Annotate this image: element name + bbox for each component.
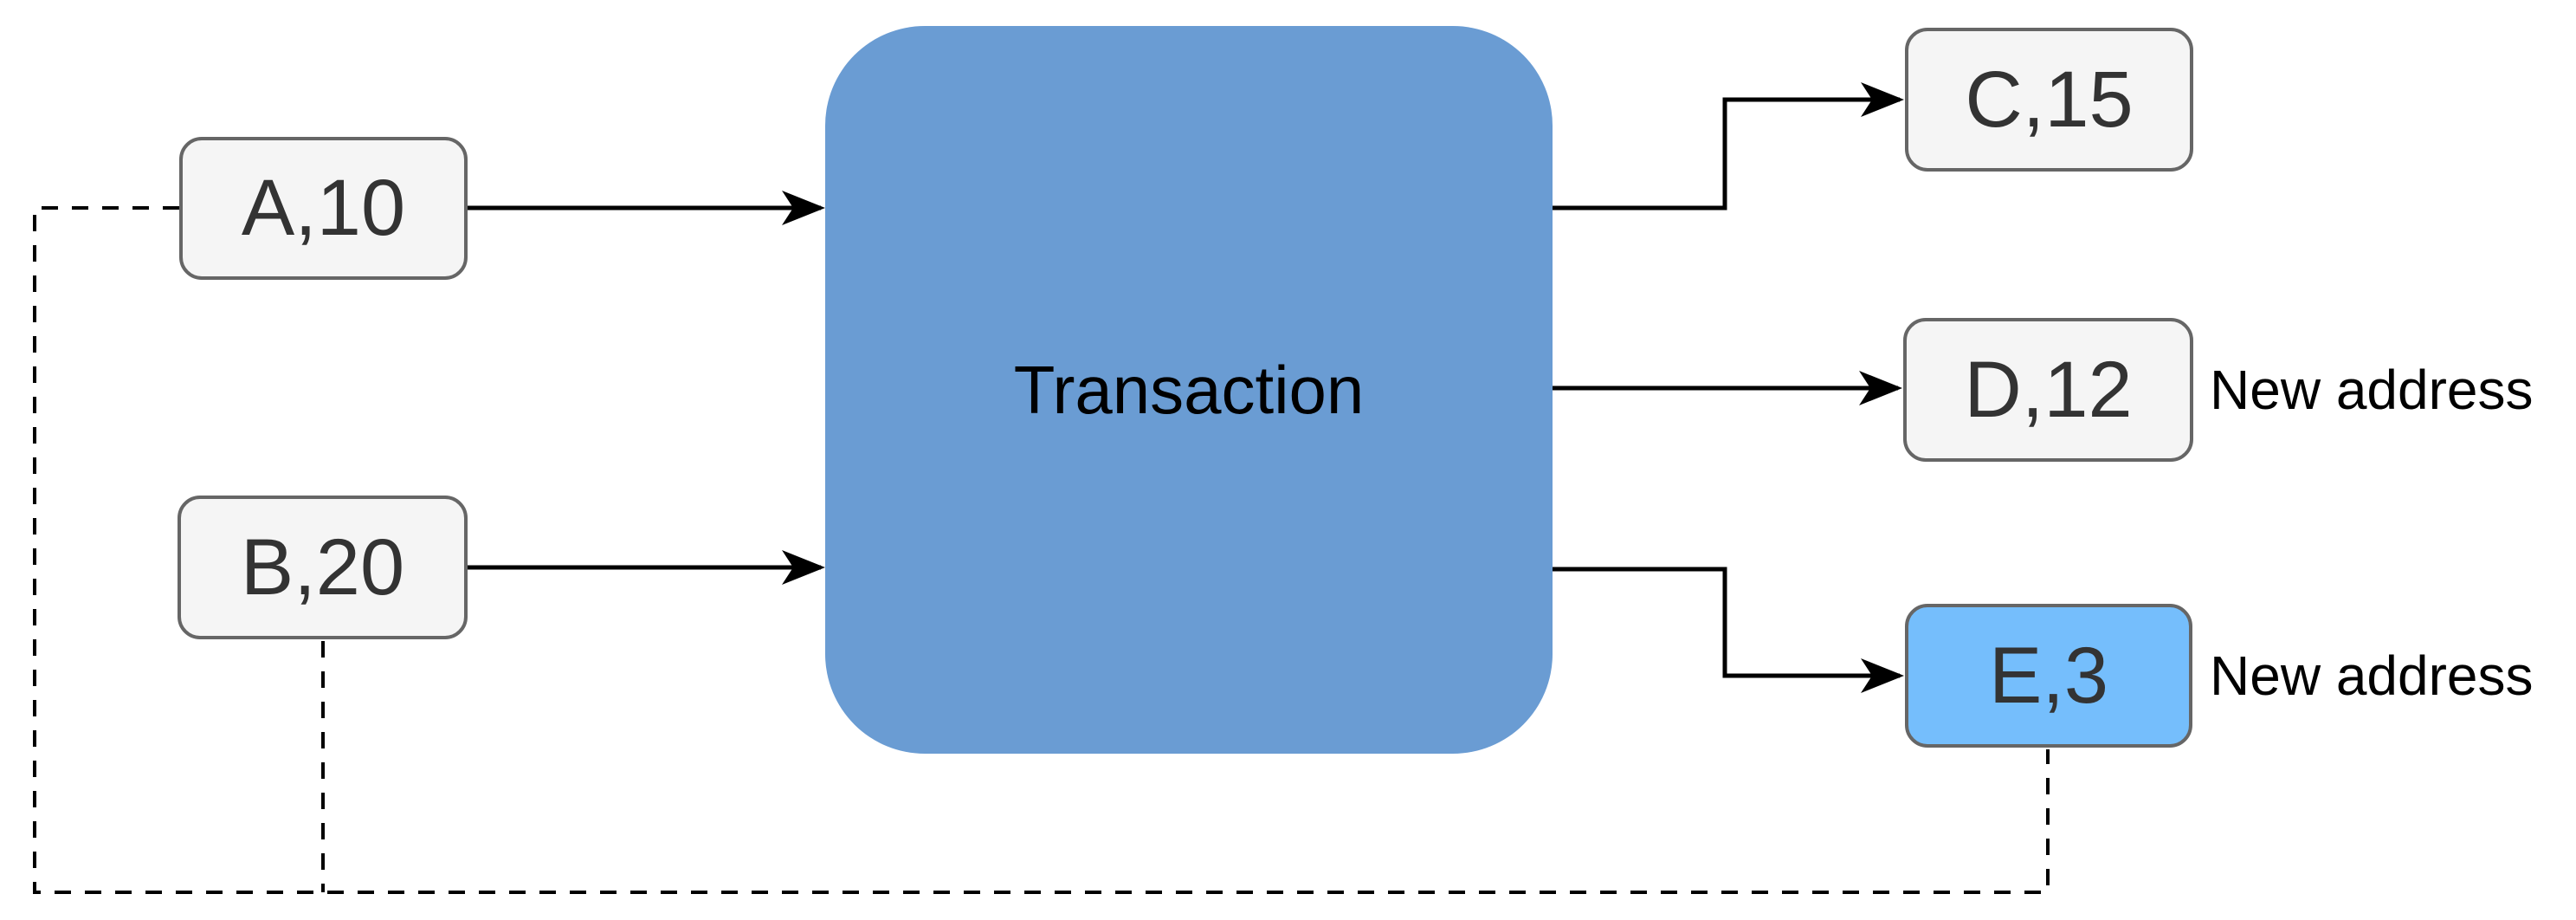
node-output-e-label: E,3 <box>1988 631 2109 720</box>
node-output-c: C,15 <box>1905 28 2193 172</box>
arrow-transaction-to-output-c <box>1553 82 1904 211</box>
annotation-new-address-d: New address <box>2210 359 2534 421</box>
node-transaction: Transaction <box>825 26 1553 754</box>
node-input-b-label: B,20 <box>240 522 405 612</box>
node-transaction-label: Transaction <box>1013 351 1365 428</box>
node-output-c-label: C,15 <box>1965 55 2134 144</box>
node-output-e: E,3 <box>1905 604 2192 748</box>
arrow-transaction-to-output-e <box>1553 567 1904 693</box>
annotation-new-address-e: New address <box>2210 645 2534 707</box>
node-output-d-label: D,12 <box>1964 345 2133 434</box>
dashed-link-a-to-e <box>33 206 2050 894</box>
node-output-d: D,12 <box>1903 318 2193 462</box>
node-input-b: B,20 <box>178 496 468 639</box>
node-input-a: A,10 <box>179 137 468 280</box>
node-input-a-label: A,10 <box>241 164 406 252</box>
